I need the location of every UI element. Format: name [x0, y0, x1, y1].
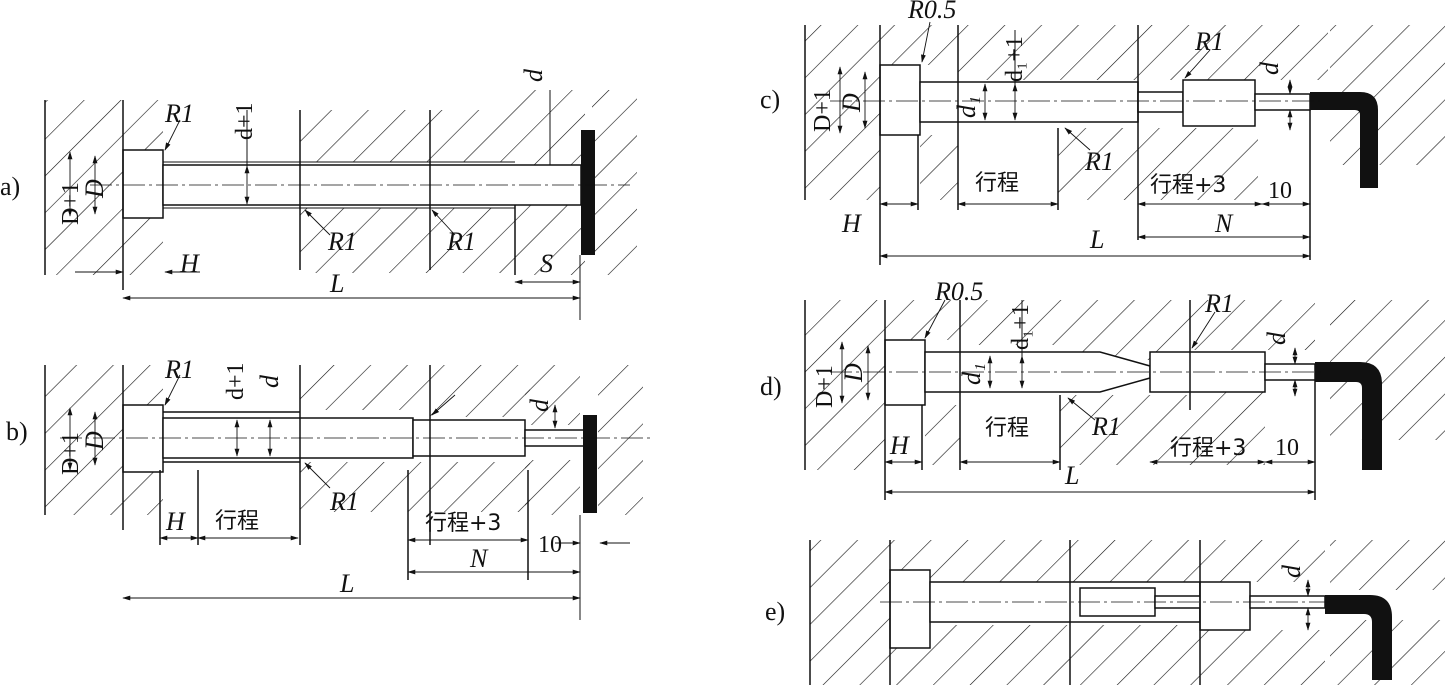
panel-e: e) d [765, 540, 1445, 685]
panel-a-L: L [329, 269, 344, 298]
panel-b-r-mid: R1 [329, 487, 359, 516]
panel-a-D-plus: D+1 [58, 182, 84, 225]
panel-c-D: D [837, 93, 866, 113]
panel-b-stroke3: 行程+3 [425, 511, 501, 536]
panel-d-d1-plus: d₁+1 [1008, 304, 1034, 350]
panel-c-d1-plus: d₁+1 [1002, 36, 1028, 82]
panel-c-L: L [1089, 225, 1104, 254]
panel-a-H: H [179, 249, 200, 278]
panel-b-ten: 10 [538, 532, 562, 558]
panel-a-d-plus: d+1 [232, 102, 258, 140]
panel-b-d-tip: d [525, 398, 554, 412]
panel-d-d-tip: d [1262, 331, 1291, 345]
panel-e-d-tip: d [1277, 564, 1306, 578]
panel-d-stroke: 行程 [985, 416, 1029, 441]
panel-b-D-plus: D+1 [58, 432, 84, 475]
panel-b-label: b) [6, 417, 28, 446]
panel-d-D: D [839, 363, 868, 383]
panel-c-D-plus: D+1 [810, 89, 836, 132]
panel-b: b) R1 d+1 d d D+1 D R1 H 行程 行程+3 N 10 L [6, 355, 650, 620]
panel-d: d) R0.5 d₁+1 d₁ d D+1 D R1 R1 H 行程 行程+3 … [760, 277, 1445, 500]
panel-a-r-head: R1 [164, 99, 194, 128]
panel-b-d-plus: d+1 [223, 362, 249, 400]
panel-a-label: a) [0, 172, 20, 201]
panel-a-S: S [540, 249, 553, 278]
panel-c-N: N [1214, 209, 1234, 238]
panel-c: c) R0.5 d₁+1 d₁ d D+1 D R1 R1 H 行程 行程+3 … [760, 0, 1445, 265]
panel-b-L: L [339, 569, 354, 598]
panel-c-H: H [841, 209, 862, 238]
panel-b-r-head: R1 [164, 355, 194, 384]
panel-d-r05: R0.5 [934, 277, 983, 306]
panel-c-d-tip: d [1255, 61, 1284, 75]
panel-e-label: e) [765, 597, 785, 626]
panel-c-stroke: 行程 [975, 171, 1019, 196]
panel-d-stroke3: 行程+3 [1170, 436, 1246, 461]
panel-d-label: d) [760, 372, 782, 401]
panel-c-d1: d₁ [952, 96, 981, 118]
panel-b-D: D [80, 431, 109, 451]
panel-a-r-mid2: R1 [446, 227, 476, 256]
panel-d-L: L [1064, 461, 1079, 490]
panel-a-r-mid1: R1 [327, 227, 357, 256]
panel-a-D: D [80, 179, 109, 199]
panel-b-H: H [165, 507, 186, 536]
panel-c-r-bot: R1 [1084, 147, 1114, 176]
panel-c-r-top: R1 [1194, 27, 1224, 56]
panel-a: a) R1 d+1 d D+1 D R1 R1 H L S [0, 68, 637, 320]
panel-b-stroke: 行程 [215, 509, 259, 534]
panel-c-ten: 10 [1268, 178, 1292, 204]
panel-c-label: c) [760, 85, 780, 114]
panel-d-ten: 10 [1275, 435, 1299, 461]
panel-b-N: N [469, 544, 489, 573]
panel-d-r-bot: R1 [1091, 412, 1121, 441]
panel-d-d1: d₁ [957, 363, 986, 385]
panel-c-r05: R0.5 [907, 0, 956, 24]
panel-d-H: H [889, 431, 910, 460]
panel-a-d: d [519, 68, 548, 82]
panel-c-stroke3: 行程+3 [1150, 173, 1226, 198]
panel-d-D-plus: D+1 [812, 365, 838, 408]
panel-d-r-top: R1 [1204, 289, 1234, 318]
panel-b-d-mid: d [255, 374, 284, 388]
